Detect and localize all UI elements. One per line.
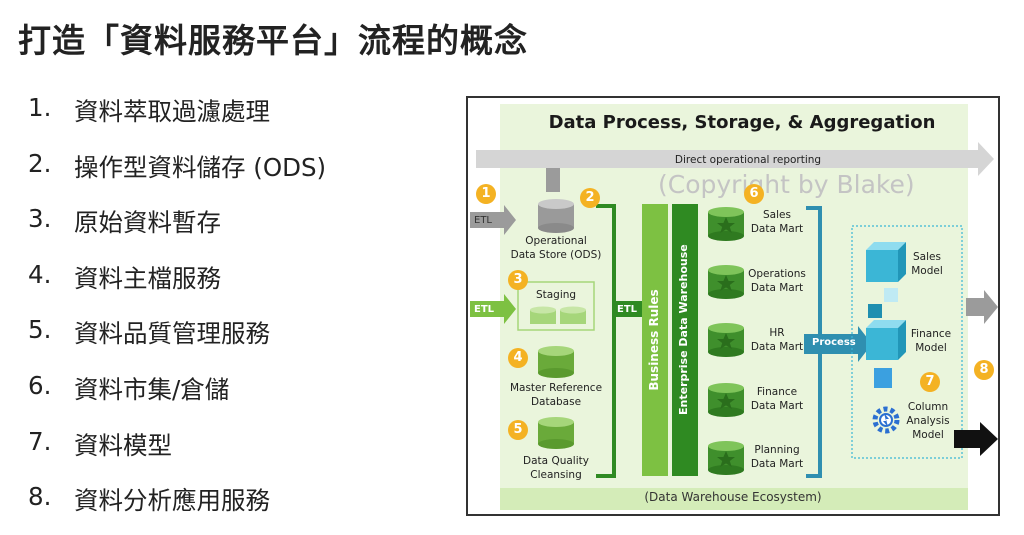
step-label: 原始資料暫存	[74, 208, 221, 238]
finance-mart-label: Finance Data Mart	[750, 386, 804, 412]
staging-label: Staging	[535, 289, 577, 301]
planning-mart-label: Planning Data Mart	[750, 444, 804, 470]
step-number: 7.	[28, 426, 52, 456]
ods-connector	[546, 168, 560, 192]
list-item: 7. 資料模型	[28, 427, 326, 483]
sales-model-cube	[866, 242, 906, 282]
master-reference-label: Master Reference Database	[509, 382, 603, 408]
badge-2: 2	[580, 188, 600, 208]
small-cube-2	[868, 304, 882, 318]
step-number: 5.	[28, 315, 52, 345]
data-platform-diagram: Data Process, Storage, & Aggregation Dir…	[466, 96, 1000, 516]
diagram-title: Data Process, Storage, & Aggregation	[548, 112, 936, 133]
etl-label-top: ETL	[474, 215, 492, 226]
operations-mart-label: Operations Data Mart	[748, 268, 806, 294]
staging-tray-1	[530, 306, 556, 324]
list-item: 5. 資料品質管理服務	[28, 315, 326, 371]
small-cube-1	[884, 288, 898, 302]
badge-7: 7	[920, 372, 940, 392]
source-bracket	[596, 204, 616, 478]
staging-box	[517, 281, 595, 331]
badge-3: 3	[508, 270, 528, 290]
operations-mart-cylinder	[708, 265, 744, 299]
business-rules-label: Business Rules	[647, 289, 661, 391]
process-label: Process	[812, 337, 856, 348]
step-number: 8.	[28, 482, 52, 512]
etl-label-middle: ETL	[617, 304, 638, 315]
sales-mart-cylinder	[708, 207, 744, 241]
hr-mart-label: HR Data Mart	[750, 327, 804, 353]
badge-8: 8	[974, 360, 994, 380]
process-arrow	[804, 326, 872, 362]
ods-cylinder	[538, 199, 574, 233]
step-label: 資料模型	[74, 430, 172, 460]
step-number: 1.	[28, 93, 52, 122]
ecosystem-footer-band	[500, 488, 968, 510]
business-rules-bar	[642, 204, 668, 476]
step-number: 4.	[28, 259, 52, 289]
models-box	[851, 225, 963, 459]
step-list: 1. 資料萃取過濾處理 2. 操作型資料儲存 (ODS) 3. 原始資料暫存 4. 資料…	[28, 93, 326, 535]
step-number: 2.	[28, 148, 52, 178]
staging-tray-2	[560, 306, 586, 324]
etl-arrow-bottom	[470, 294, 516, 324]
master-reference-cylinder	[538, 346, 574, 378]
badge-4: 4	[508, 348, 528, 368]
sales-model-label: Sales Model	[911, 251, 943, 277]
copyright-watermark: (Copyright by Blake)	[658, 170, 915, 199]
direct-reporting-label: Direct operational reporting	[674, 154, 822, 166]
list-item: 2. 操作型資料儲存 (ODS)	[28, 149, 326, 205]
step-label: 資料主檔服務	[74, 263, 221, 293]
badge-1: 1	[476, 184, 496, 204]
step-number: 6.	[28, 370, 52, 400]
step-label: 操作型資料儲存 (ODS)	[74, 152, 327, 182]
ods-label: Operational Data Store (ODS)	[510, 235, 602, 261]
step-number: 3.	[28, 204, 52, 234]
step-label: 資料分析應用服務	[74, 486, 270, 516]
data-quality-cylinder	[538, 417, 574, 449]
etl-arrow-top	[470, 205, 516, 235]
step-label: 資料萃取過濾處理	[74, 97, 270, 126]
finance-mart-cylinder	[708, 383, 744, 417]
data-quality-label: Data Quality Cleansing	[523, 455, 589, 481]
list-item: 8. 資料分析應用服務	[28, 482, 326, 535]
list-item: 3. 原始資料暫存	[28, 204, 326, 260]
step-label: 資料市集/倉儲	[74, 374, 230, 404]
etl-label-bottom: ETL	[474, 304, 495, 315]
ecosystem-label: (Data Warehouse Ecosystem)	[644, 490, 822, 504]
list-item: 1. 資料萃取過濾處理	[28, 93, 326, 149]
edw-label: Enterprise Data Warehouse	[677, 244, 690, 415]
finance-model-label: Finance Model	[910, 328, 952, 354]
output-arrow-black	[954, 422, 998, 456]
list-item: 6. 資料市集/倉儲	[28, 371, 326, 427]
gear-icon	[872, 406, 900, 434]
step-label: 資料品質管理服務	[74, 319, 270, 349]
badge-5: 5	[508, 420, 528, 440]
list-item: 4. 資料主檔服務	[28, 260, 326, 316]
column-model-label: Column Analysis Model	[906, 401, 950, 441]
small-cube-3	[874, 368, 892, 388]
direct-reporting-arrow	[476, 142, 994, 176]
slide-title: 打造「資料服務平台」流程的概念	[18, 21, 528, 60]
output-arrow-gray	[966, 290, 998, 324]
sales-mart-label: Sales Data Mart	[750, 209, 804, 235]
finance-model-cube	[866, 320, 906, 360]
edw-bar	[672, 204, 698, 476]
diagram-graphics	[470, 104, 998, 510]
badge-6: 6	[744, 184, 764, 204]
hr-mart-cylinder	[708, 323, 744, 357]
planning-mart-cylinder	[708, 441, 744, 475]
